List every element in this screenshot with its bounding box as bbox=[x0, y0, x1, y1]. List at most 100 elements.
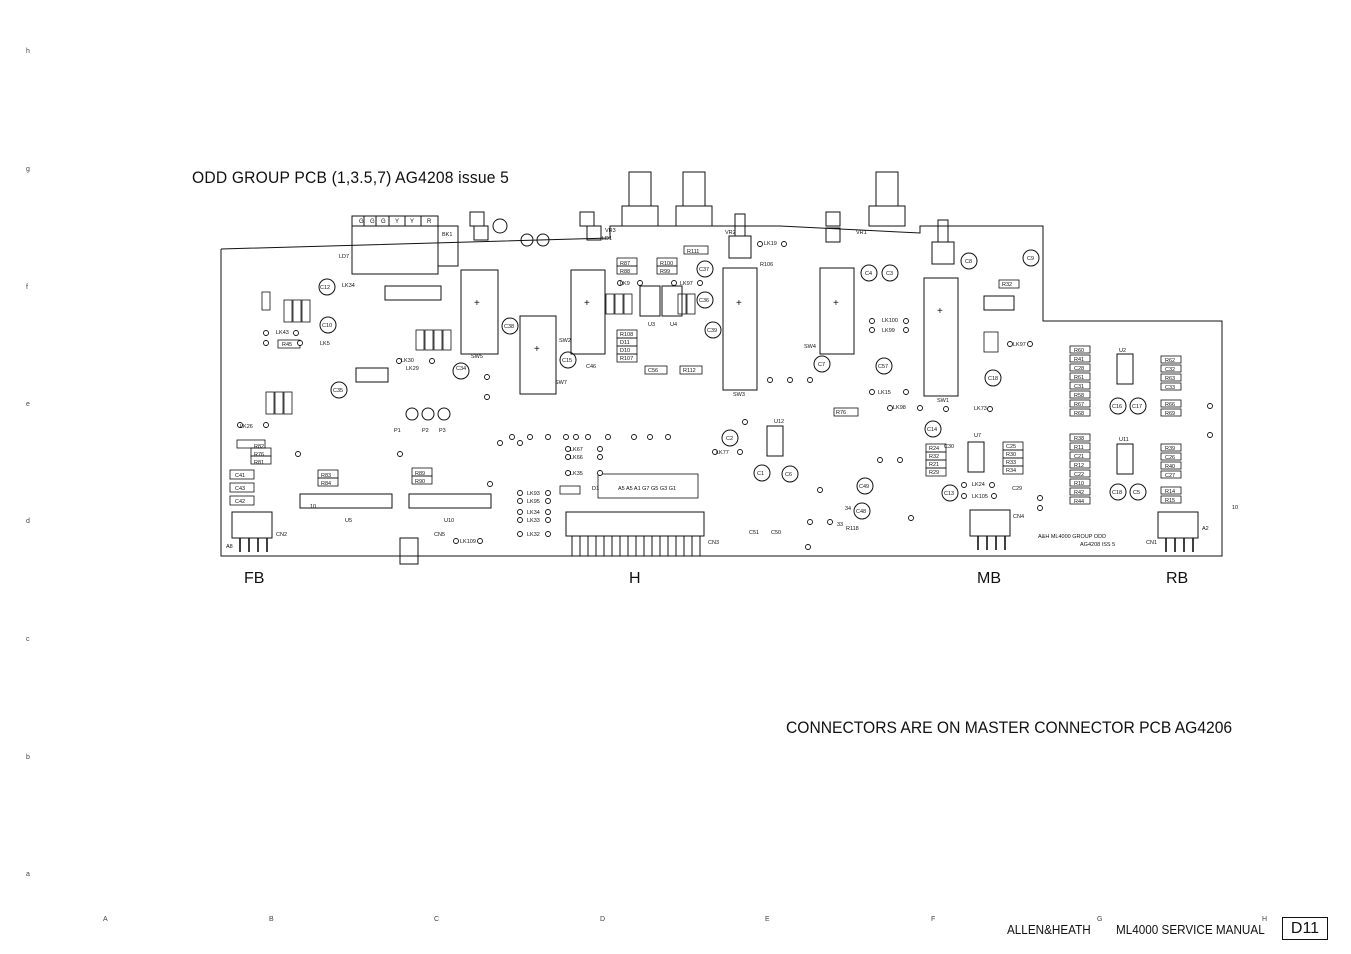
sw1 bbox=[923, 277, 959, 397]
svg-text:R69: R69 bbox=[1165, 411, 1175, 417]
svg-text:R30: R30 bbox=[1006, 452, 1016, 458]
svg-text:BK1: BK1 bbox=[442, 232, 452, 238]
svg-text:SW3: SW3 bbox=[733, 392, 745, 398]
svg-text:D10: D10 bbox=[620, 348, 630, 354]
u1 bbox=[384, 285, 442, 301]
svg-text:VR3: VR3 bbox=[605, 228, 616, 234]
svg-text:LK98: LK98 bbox=[893, 405, 906, 411]
connector-note: CONNECTORS ARE ON MASTER CONNECTOR PCB A… bbox=[786, 718, 1233, 737]
svg-text:LK97: LK97 bbox=[680, 281, 693, 287]
svg-text:C33: C33 bbox=[1165, 385, 1175, 391]
svg-text:R82: R82 bbox=[254, 444, 264, 450]
svg-text:C51: C51 bbox=[749, 530, 759, 536]
svg-text:R44: R44 bbox=[1074, 499, 1084, 505]
u12 bbox=[766, 425, 784, 457]
svg-text:P1: P1 bbox=[394, 428, 401, 434]
svg-text:A8: A8 bbox=[226, 544, 233, 550]
svg-text:C36: C36 bbox=[699, 298, 709, 304]
svg-text:C48: C48 bbox=[856, 509, 866, 515]
svg-text:R34: R34 bbox=[1006, 468, 1016, 474]
svg-text:CN4: CN4 bbox=[1013, 514, 1024, 520]
svg-text:R58: R58 bbox=[1074, 393, 1084, 399]
svg-text:R76: R76 bbox=[836, 410, 846, 416]
silk-text-1: A&H ML4000 GROUP ODD bbox=[1038, 534, 1106, 540]
svg-text:C31: C31 bbox=[1074, 384, 1084, 390]
svg-text:C7: C7 bbox=[818, 362, 825, 368]
cn5 bbox=[399, 537, 419, 565]
silk-text-2: AG4208 ISS 5 bbox=[1080, 542, 1115, 548]
svg-text:C27: C27 bbox=[1165, 473, 1175, 479]
svg-text:C30: C30 bbox=[944, 444, 954, 450]
svg-text:CN1: CN1 bbox=[1146, 540, 1157, 546]
svg-text:R14: R14 bbox=[1165, 489, 1175, 495]
svg-text:10: 10 bbox=[310, 504, 316, 510]
svg-text:C21: C21 bbox=[1074, 454, 1084, 460]
svg-text:R99: R99 bbox=[660, 269, 670, 275]
u10 bbox=[408, 493, 492, 509]
svg-text:LK66: LK66 bbox=[570, 455, 583, 461]
svg-text:LK9: LK9 bbox=[620, 281, 630, 287]
svg-text:R24: R24 bbox=[929, 446, 939, 452]
svg-text:R11: R11 bbox=[1074, 445, 1084, 451]
svg-text:SW2: SW2 bbox=[559, 338, 571, 344]
row-marker-c: c bbox=[26, 636, 30, 643]
col-marker-e: E bbox=[765, 916, 770, 923]
svg-text:LK95: LK95 bbox=[527, 499, 540, 505]
svg-text:C13: C13 bbox=[944, 491, 954, 497]
svg-text:R33: R33 bbox=[1006, 460, 1016, 466]
svg-text:R41: R41 bbox=[1074, 357, 1084, 363]
svg-text:C5: C5 bbox=[1133, 490, 1140, 496]
svg-text:C42: C42 bbox=[235, 499, 245, 505]
svg-text:D11: D11 bbox=[620, 340, 630, 346]
svg-text:C35: C35 bbox=[333, 388, 343, 394]
svg-text:+: + bbox=[584, 298, 590, 309]
svg-text:C1: C1 bbox=[757, 471, 764, 477]
svg-text:R63: R63 bbox=[1165, 376, 1175, 382]
svg-text:C50: C50 bbox=[771, 530, 781, 536]
svg-text:P2: P2 bbox=[422, 428, 429, 434]
svg-text:R106: R106 bbox=[760, 262, 773, 268]
svg-text:LK33: LK33 bbox=[527, 518, 540, 524]
sw3 bbox=[722, 267, 758, 391]
svg-text:R118: R118 bbox=[846, 526, 859, 532]
svg-text:C46: C46 bbox=[586, 364, 596, 370]
svg-text:LK24: LK24 bbox=[972, 482, 985, 488]
svg-text:R15: R15 bbox=[1165, 498, 1175, 504]
svg-text:LK34: LK34 bbox=[342, 283, 355, 289]
svg-text:+: + bbox=[937, 306, 943, 317]
svg-text:LK109: LK109 bbox=[460, 539, 476, 545]
svg-text:CN3: CN3 bbox=[708, 540, 719, 546]
svg-text:U12: U12 bbox=[774, 419, 784, 425]
svg-text:R83: R83 bbox=[321, 473, 331, 479]
svg-text:U11: U11 bbox=[1119, 437, 1129, 443]
svg-text:R: R bbox=[427, 219, 432, 225]
svg-text:LK5: LK5 bbox=[320, 341, 330, 347]
svg-text:C25: C25 bbox=[1006, 444, 1016, 450]
cn4 bbox=[969, 509, 1011, 537]
svg-text:R32: R32 bbox=[929, 454, 939, 460]
footer-manual-title: ML4000 SERVICE MANUAL bbox=[1116, 922, 1265, 937]
svg-text:LK77: LK77 bbox=[716, 450, 729, 456]
u3 bbox=[639, 285, 661, 317]
svg-text:LK35: LK35 bbox=[570, 471, 583, 477]
row-marker-b: b bbox=[26, 754, 30, 761]
svg-text:R66: R66 bbox=[1165, 402, 1175, 408]
svg-text:C8: C8 bbox=[965, 259, 972, 265]
svg-text:LK29: LK29 bbox=[406, 366, 419, 372]
svg-text:C39: C39 bbox=[707, 328, 717, 334]
svg-text:SW1: SW1 bbox=[937, 398, 949, 404]
svg-text:R111: R111 bbox=[687, 249, 699, 255]
section-label-rb: RB bbox=[1166, 570, 1189, 587]
u2 bbox=[1116, 353, 1134, 385]
svg-text:R107: R107 bbox=[620, 356, 633, 362]
cn1 bbox=[1157, 511, 1199, 539]
svg-text:VR2: VR2 bbox=[725, 230, 736, 236]
svg-text:CN2: CN2 bbox=[276, 532, 287, 538]
svg-text:LK34: LK34 bbox=[527, 510, 540, 516]
svg-text:U7: U7 bbox=[974, 433, 981, 439]
svg-text:U2: U2 bbox=[1119, 348, 1126, 354]
svg-text:C18: C18 bbox=[988, 376, 998, 382]
row-marker-g: g bbox=[26, 166, 30, 173]
svg-text:SW5: SW5 bbox=[471, 354, 483, 360]
svg-text:C2: C2 bbox=[726, 436, 733, 442]
